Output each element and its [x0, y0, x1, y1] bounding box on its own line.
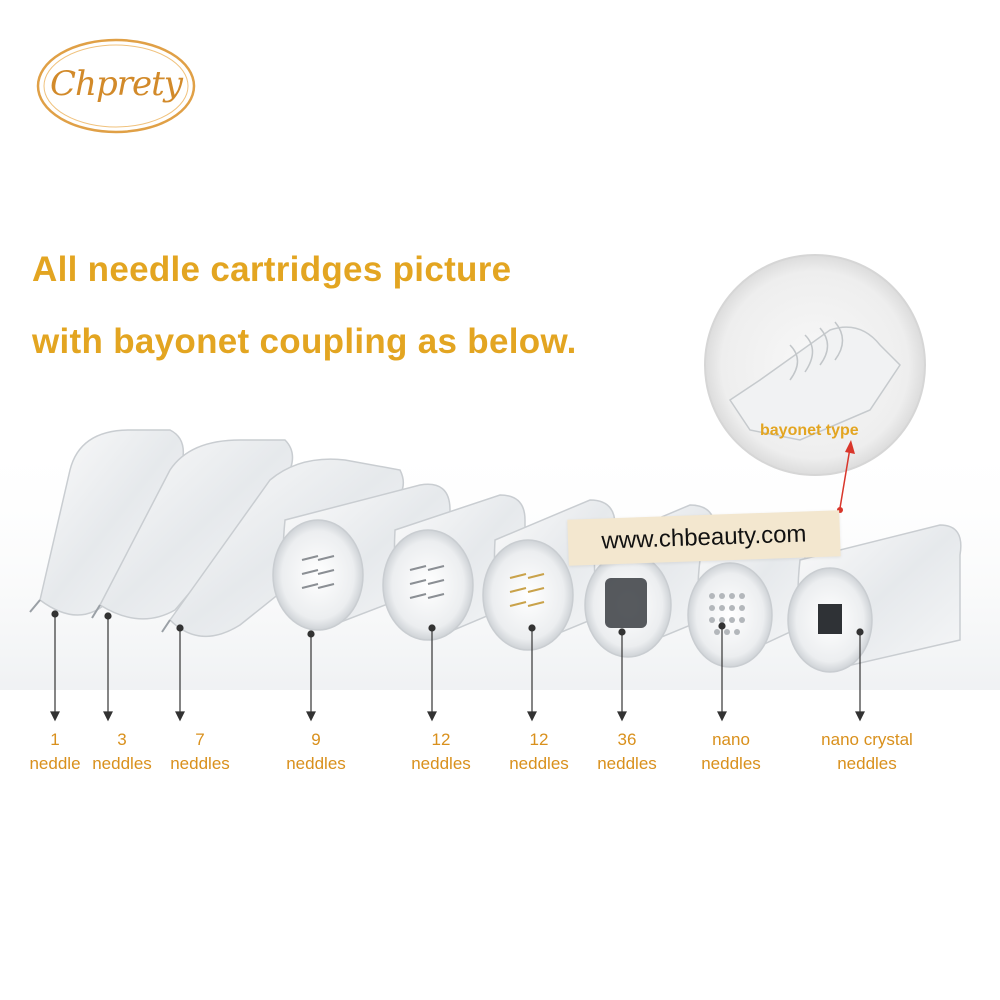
cartridge-type: neddles — [411, 754, 471, 773]
cartridge-type: neddles — [286, 754, 346, 773]
brand-logo-text: Chprety — [50, 64, 183, 104]
headline-line-2: with bayonet coupling as below. — [32, 322, 577, 361]
cartridge-type: neddles — [170, 754, 230, 773]
cartridge-label-nano: nano neddles — [701, 728, 761, 776]
cartridge-label-nano-crystal: nano crystal neddles — [821, 728, 913, 776]
cartridge-count: 1 — [50, 730, 60, 749]
cartridge-label-12-gold: 12 neddles — [509, 728, 569, 776]
needle-details — [29, 555, 842, 635]
bayonet-type-label: bayonet type — [760, 422, 859, 439]
cartridge-label-7: 7 neddles — [170, 728, 230, 776]
cartridge-type: neddles — [509, 754, 569, 773]
cartridge-count: 12 — [529, 730, 549, 749]
url-watermark-text: www.chbeauty.com — [601, 520, 807, 555]
cartridge-type: neddles — [837, 754, 897, 773]
cartridge-type: neddle — [29, 754, 81, 773]
cartridge-count: nano — [712, 730, 750, 749]
cartridge-label-36: 36 neddles — [597, 728, 657, 776]
cartridge-type: neddles — [701, 754, 761, 773]
cartridge-count: 3 — [117, 730, 127, 749]
cartridge-label-9: 9 neddles — [286, 728, 346, 776]
cartridge-count: nano crystal — [821, 730, 913, 749]
cartridge-label-12: 12 neddles — [411, 728, 471, 776]
url-watermark: www.chbeauty.com — [567, 510, 841, 566]
cartridge-label-1: 1 neddle — [29, 728, 80, 776]
bayonet-magnifier — [704, 254, 926, 513]
headline-line-1: All needle cartridges picture — [32, 250, 512, 289]
logo-mark — [36, 38, 196, 134]
cartridge-count: 9 — [311, 730, 321, 749]
cartridge-type: neddles — [92, 754, 152, 773]
brand-logo: Chprety — [36, 36, 196, 136]
pointer-lines — [50, 610, 865, 722]
cartridge-count: 7 — [195, 730, 205, 749]
cartridge-count: 12 — [431, 730, 451, 749]
cartridge-type: neddles — [597, 754, 657, 773]
cartridge-label-3: 3 neddles — [92, 728, 152, 776]
cartridge-count: 36 — [617, 730, 637, 749]
